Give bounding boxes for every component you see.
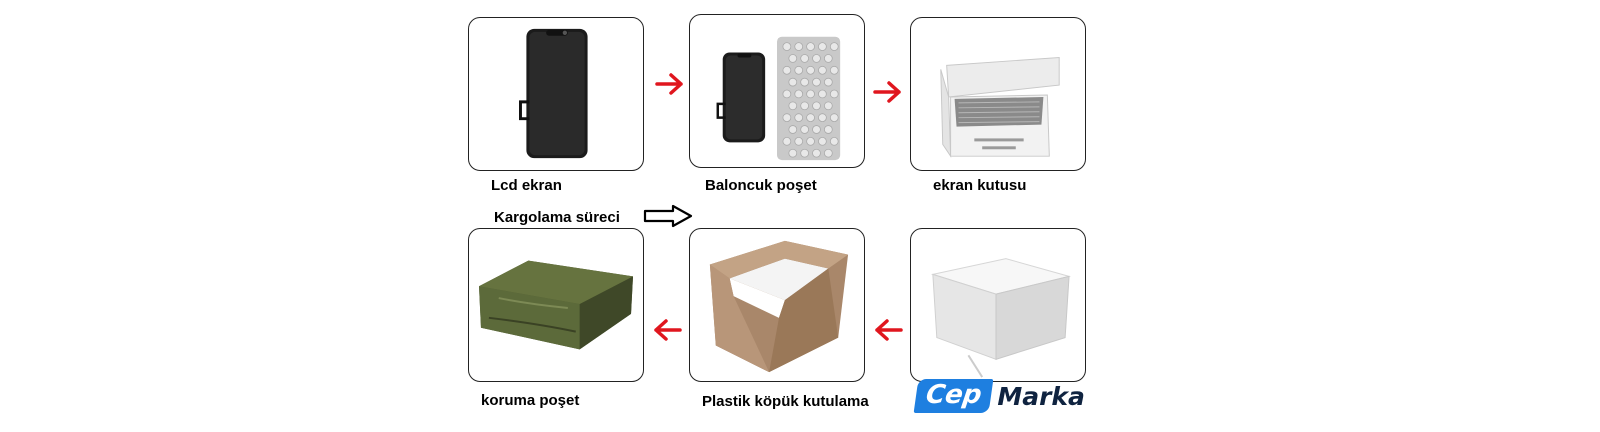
logo-part-cep: Cep [913, 379, 994, 413]
arrow-left-icon [875, 319, 903, 341]
step-card-foam-box [910, 228, 1086, 382]
step-card-screen-box [910, 17, 1086, 171]
protective-bag-image [479, 260, 633, 350]
step-caption-2: Baloncuk poşet [705, 177, 817, 194]
step-caption-4: Plastik köpük kutulama [702, 393, 869, 410]
lcd-screen-image [518, 28, 588, 159]
step-caption-1: Lcd ekran [491, 177, 562, 194]
brand-logo: Cep Marka [913, 378, 1085, 414]
foam-box-carton-image [709, 240, 849, 373]
step-caption-3: ekran kutusu [933, 177, 1027, 194]
process-label: Kargolama süreci [494, 209, 620, 226]
arrow-left-icon [654, 319, 682, 341]
step-card-bubble-bag [689, 14, 865, 168]
arrow-right-icon [655, 73, 683, 95]
foam-box-image [930, 258, 1072, 378]
step-card-lcd-screen [468, 17, 644, 171]
step-caption-5: koruma poşet [481, 392, 580, 409]
screen-box-image [940, 56, 1060, 158]
logo-part-marka: Marka [997, 381, 1085, 411]
step-card-foam-box-carton [689, 228, 865, 382]
arrow-right-icon [873, 81, 901, 103]
outline-arrow-right-icon [643, 204, 693, 228]
step-card-protective-bag [468, 228, 644, 382]
bubble-bag-image [716, 36, 841, 161]
